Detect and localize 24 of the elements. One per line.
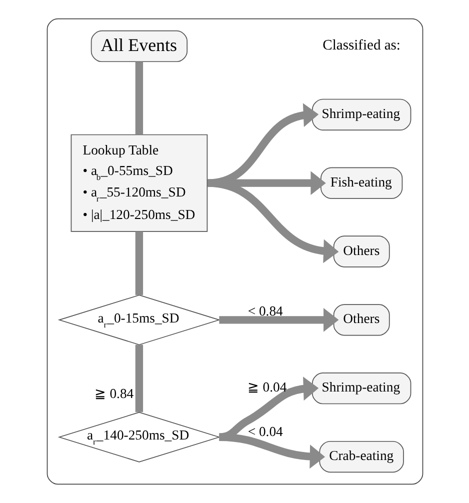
arrow: [218, 308, 338, 332]
node-box: All Events: [90, 30, 188, 62]
node-box: Shrimp-eating: [311, 98, 411, 130]
edge-label: < 0.84: [247, 303, 282, 318]
connector: [134, 62, 143, 135]
arrow: [206, 179, 338, 264]
arrow: [206, 103, 318, 187]
node-box: Shrimp-eating: [311, 372, 411, 404]
node-diamond: a$_{r}$_0-15ms_SD: [57, 294, 220, 346]
edge-label: ≧ 0.04: [246, 380, 286, 395]
cluster: [46, 18, 423, 485]
edge-label: < 0.04: [247, 424, 282, 440]
connector: [134, 344, 143, 412]
node-box: Lookup Table • a$_{b}$_0-55ms_SD • a$_{r}$_55-120ms_SD • |a|_120-250ms_SD: [70, 134, 208, 232]
arrow: [218, 433, 325, 469]
node-box: Crab-eating: [318, 440, 404, 473]
arrow: [207, 171, 326, 196]
node-box: Others: [332, 304, 390, 336]
edge-label: ≧ 0.84: [94, 386, 134, 401]
node-box: Fish-eating: [320, 167, 402, 199]
label: Classified as:: [322, 38, 400, 54]
node-diamond: a$_{r}$_140-250ms_SD: [57, 412, 220, 462]
connector: [134, 231, 143, 296]
node-box: Others: [332, 236, 390, 268]
